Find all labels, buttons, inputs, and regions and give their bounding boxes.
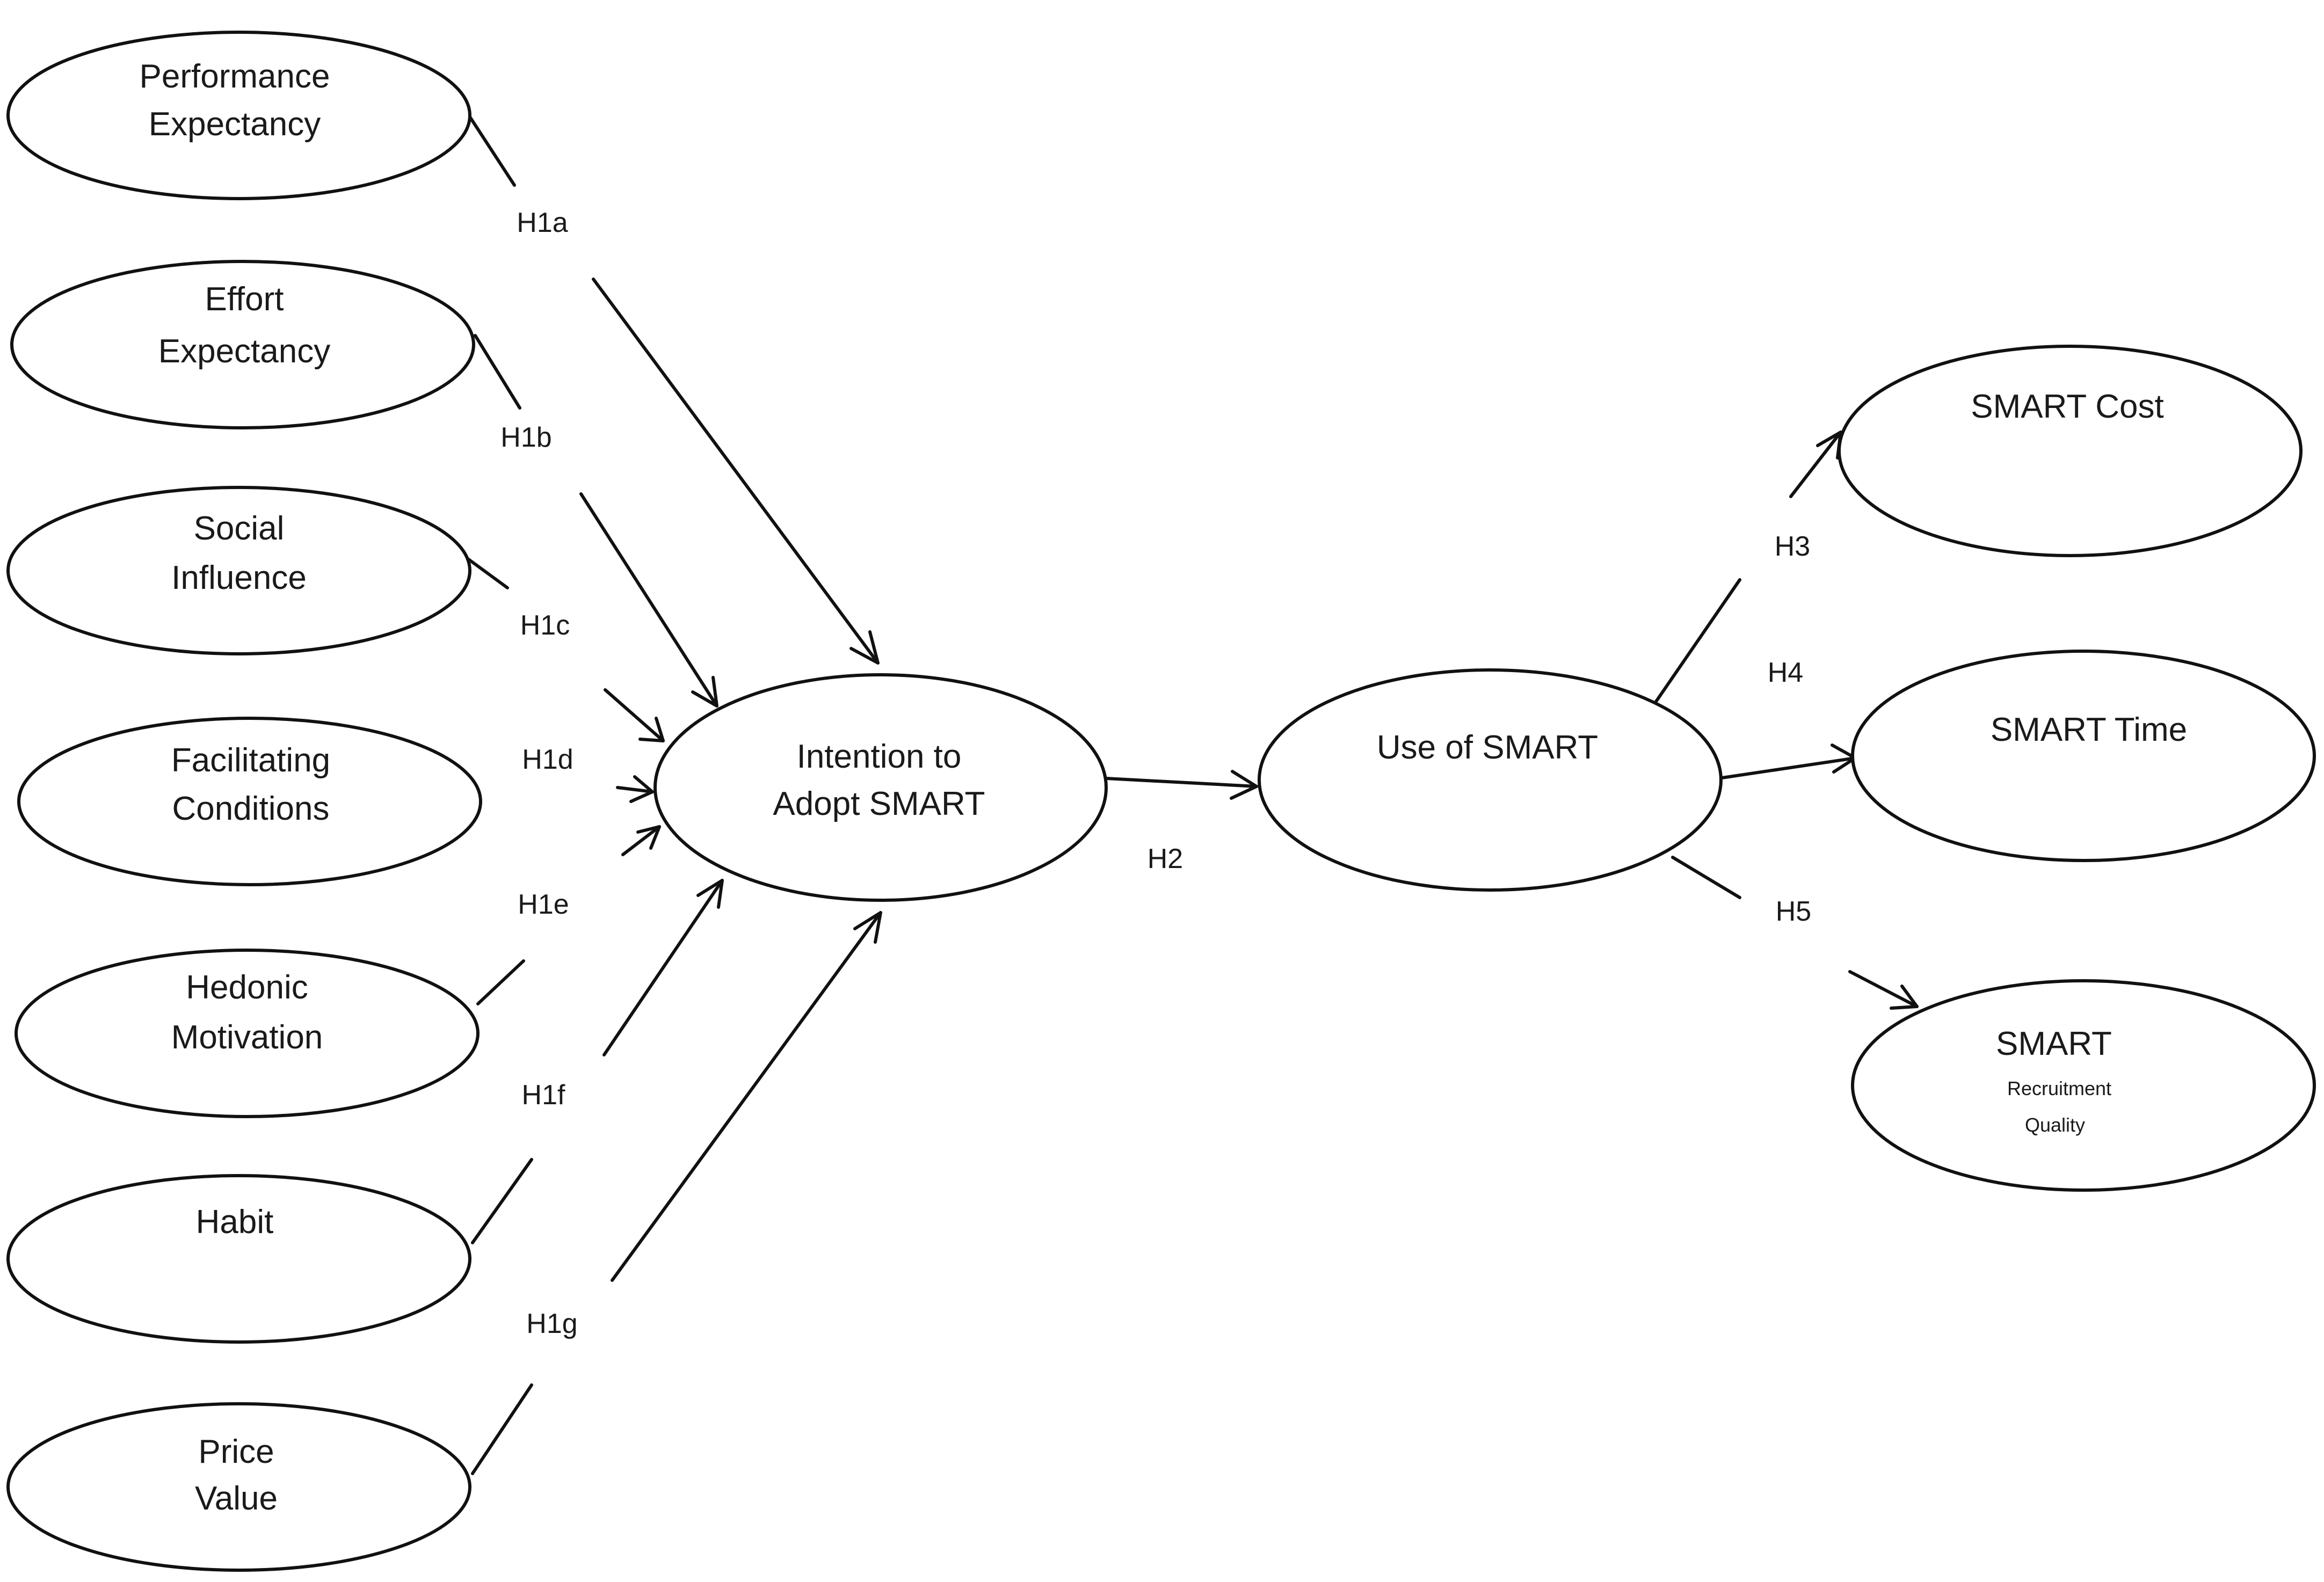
link-h1c-lower	[604, 688, 665, 742]
hypothesis-h1f: H1f	[522, 1080, 565, 1111]
node-smart-cost	[1838, 345, 2303, 557]
label-price-value-line2: Value	[195, 1480, 278, 1517]
label-hedonic-motivation-line1: Hedonic	[186, 969, 308, 1006]
arrowhead-h1e	[636, 825, 661, 850]
link-h1b-upper	[474, 334, 521, 410]
arrowhead-h5	[1890, 985, 1919, 1010]
arrowhead-h1f	[696, 879, 724, 909]
label-intention-line2: Adopt SMART	[773, 785, 985, 822]
label-use-of-smart: Use of SMART	[1377, 729, 1598, 766]
hypothesis-h1g: H1g	[526, 1308, 577, 1339]
label-performance-expectancy-line2: Expectancy	[149, 106, 321, 143]
link-h4	[1717, 756, 1857, 780]
link-h1g-lower	[471, 1383, 533, 1475]
label-facilitating-conditions-line2: Conditions	[172, 790, 330, 827]
label-smart-quality-line1: SMART	[1996, 1025, 2112, 1062]
node-smart-time	[1851, 650, 2316, 862]
node-performance-expectancy	[6, 31, 471, 200]
link-h3-upper	[1789, 431, 1842, 498]
link-h1d	[616, 786, 654, 793]
arrowhead-h2	[1230, 770, 1258, 800]
hypothesis-h1e: H1e	[518, 889, 569, 920]
hypothesis-h2: H2	[1148, 843, 1183, 874]
label-price-value-line1: Price	[198, 1433, 274, 1470]
node-smart-recruitment-quality	[1851, 979, 2316, 1192]
arrowhead-h1c	[638, 717, 665, 742]
label-effort-expectancy-line2: Expectancy	[158, 333, 331, 370]
link-h1a-upper	[466, 111, 516, 187]
hypothesis-h4: H4	[1768, 657, 1803, 688]
node-price-value	[6, 1402, 471, 1572]
hypothesis-h5: H5	[1776, 896, 1811, 927]
link-h1c-upper	[466, 557, 509, 589]
nodes	[6, 31, 2316, 1572]
label-social-influence-line1: Social	[194, 510, 285, 547]
label-social-influence-line2: Influence	[171, 559, 307, 596]
link-h1b-lower	[579, 492, 718, 708]
arrowhead-h1g	[853, 911, 882, 944]
node-facilitating-conditions	[17, 717, 482, 886]
arrowhead-h1d	[629, 775, 654, 803]
node-intention-to-adopt	[653, 673, 1108, 902]
link-h3-lower	[1650, 578, 1741, 710]
link-h5-upper	[1671, 856, 1741, 899]
label-smart-quality-line3: Quality	[2025, 1114, 2085, 1136]
connectors	[466, 111, 1919, 1475]
label-smart-quality-line2: Recruitment	[2007, 1077, 2111, 1099]
label-smart-cost: SMART Cost	[1971, 388, 2163, 425]
label-intention-line1: Intention to	[797, 738, 962, 775]
node-hedonic-motivation	[14, 949, 480, 1118]
label-smart-time: SMART Time	[1991, 711, 2187, 748]
link-h1f-upper	[602, 879, 724, 1056]
node-effort-expectancy	[10, 260, 475, 429]
arrowhead-h1b	[691, 676, 718, 708]
hypothesis-h1c: H1c	[520, 610, 570, 641]
hypothesis-h3: H3	[1775, 531, 1810, 562]
link-h1g-upper	[611, 911, 882, 1282]
node-habit	[6, 1174, 471, 1344]
label-facilitating-conditions-line1: Facilitating	[171, 742, 330, 779]
arrowhead-h1a	[849, 630, 880, 665]
node-labels: Performance Expectancy Effort Expectancy…	[140, 58, 2188, 1517]
hypothesis-h1b: H1b	[500, 422, 551, 453]
label-performance-expectancy-line1: Performance	[140, 58, 330, 95]
link-h1f-lower	[471, 1158, 533, 1244]
node-use-of-smart	[1258, 668, 1723, 892]
link-h1a-lower	[592, 278, 880, 665]
hypothesis-h1a: H1a	[517, 207, 568, 238]
node-social-influence	[6, 486, 471, 655]
link-h2	[1105, 777, 1258, 788]
label-effort-expectancy-line1: Effort	[205, 281, 284, 318]
link-h1e-upper	[621, 825, 661, 856]
hypothesis-h1d: H1d	[522, 744, 573, 775]
link-h5-lower	[1848, 970, 1919, 1008]
label-hedonic-motivation-line2: Motivation	[171, 1019, 323, 1056]
hypothesis-labels: H1a H1b H1c H1d H1e H1f H1g H2 H3 H4 H5	[500, 207, 1811, 1339]
link-h1e-lower	[476, 959, 525, 1005]
label-habit: Habit	[196, 1204, 274, 1241]
